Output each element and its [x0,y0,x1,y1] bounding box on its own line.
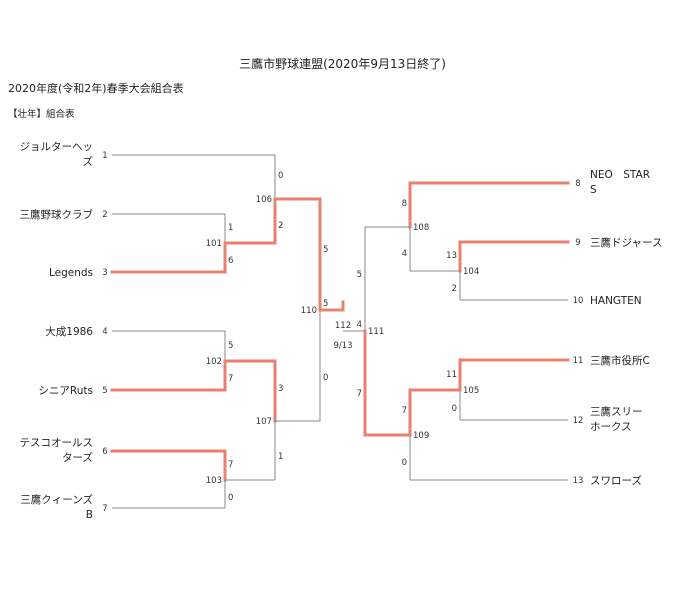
game-score: 13 [446,251,457,261]
game-number: 101 [206,239,222,249]
game-score: 11 [446,370,457,380]
team-name: ホークス [590,421,632,433]
game-number: 103 [206,476,222,486]
game-score: 0 [402,458,407,468]
team-name: B [86,509,93,521]
game-score: 0 [228,493,233,503]
team-name: ターズ [62,451,93,464]
game-number: 104 [463,267,479,277]
game-score: 7 [357,389,362,399]
game-number: 112 [335,321,351,331]
team-seed: 7 [102,504,107,514]
game-score: 1 [228,223,233,233]
game-number: 108 [413,223,429,233]
game-number: 105 [463,386,479,396]
game-score: 0 [278,171,283,181]
game-number: 106 [256,195,272,205]
game-number: 102 [206,357,222,367]
game-score: 5 [323,299,328,309]
game-score: 0 [323,373,328,383]
team-seed: 9 [575,238,580,248]
team-name: 三鷹野球クラブ [20,208,94,221]
game-score: 5 [357,270,362,280]
game-score: 7 [228,460,233,470]
game-score: 1 [278,452,283,462]
game-score: 2 [452,284,457,294]
team-name: Legends [49,267,93,279]
team-seed: 2 [102,210,107,220]
team-seed: 13 [573,476,584,486]
team-seed: 1 [102,151,107,161]
team-name: 大成1986 [45,325,93,338]
team-seed: 10 [573,296,584,306]
team-seed: 8 [575,179,580,189]
game-score: 4 [402,249,407,259]
game-number: 110 [301,306,317,316]
team-name: 三鷹市役所C [590,354,650,367]
game-score: 5 [228,341,233,351]
game-score: 5 [323,245,328,255]
game-score: 6 [228,256,233,266]
tournament-subtitle: 2020年度(令和2年)春季大会組合表 [8,82,184,95]
team-name: HANGTEN [590,295,642,307]
division-label: 【壮年】組合表 [8,109,75,120]
team-name: 三鷹クィーンズ [20,493,93,506]
team-name: スワローズ [590,474,642,487]
team-name: ズ [83,155,94,168]
team-seed: 11 [573,356,584,366]
team-seed: 6 [102,447,107,457]
final-date: 9/13 [333,341,352,351]
team-name: 三鷹ドジャース [590,236,662,249]
game-number: 109 [413,431,429,441]
team-name: テスコオールス [20,437,94,449]
game-score: 0 [452,404,457,414]
game-number: 111 [368,327,384,337]
game-score: 4 [357,320,362,330]
game-number: 107 [256,417,272,427]
bracket-title: 三鷹市野球連盟(2020年9月13日終了) [239,57,446,71]
team-name: S [590,184,597,196]
game-score: 7 [402,406,407,416]
game-score: 8 [402,199,407,209]
team-name: ジョルターヘッ [20,141,94,153]
team-name: 三鷹スリー [590,405,643,418]
team-seed: 4 [102,327,107,337]
team-seed: 12 [573,416,584,426]
game-score: 7 [228,374,233,384]
game-score: 2 [278,221,283,231]
team-seed: 5 [102,386,107,396]
team-seed: 3 [102,268,107,278]
team-name: シニアRuts [38,385,93,397]
game-score: 3 [278,384,283,394]
team-name: NEO STAR [590,169,650,181]
